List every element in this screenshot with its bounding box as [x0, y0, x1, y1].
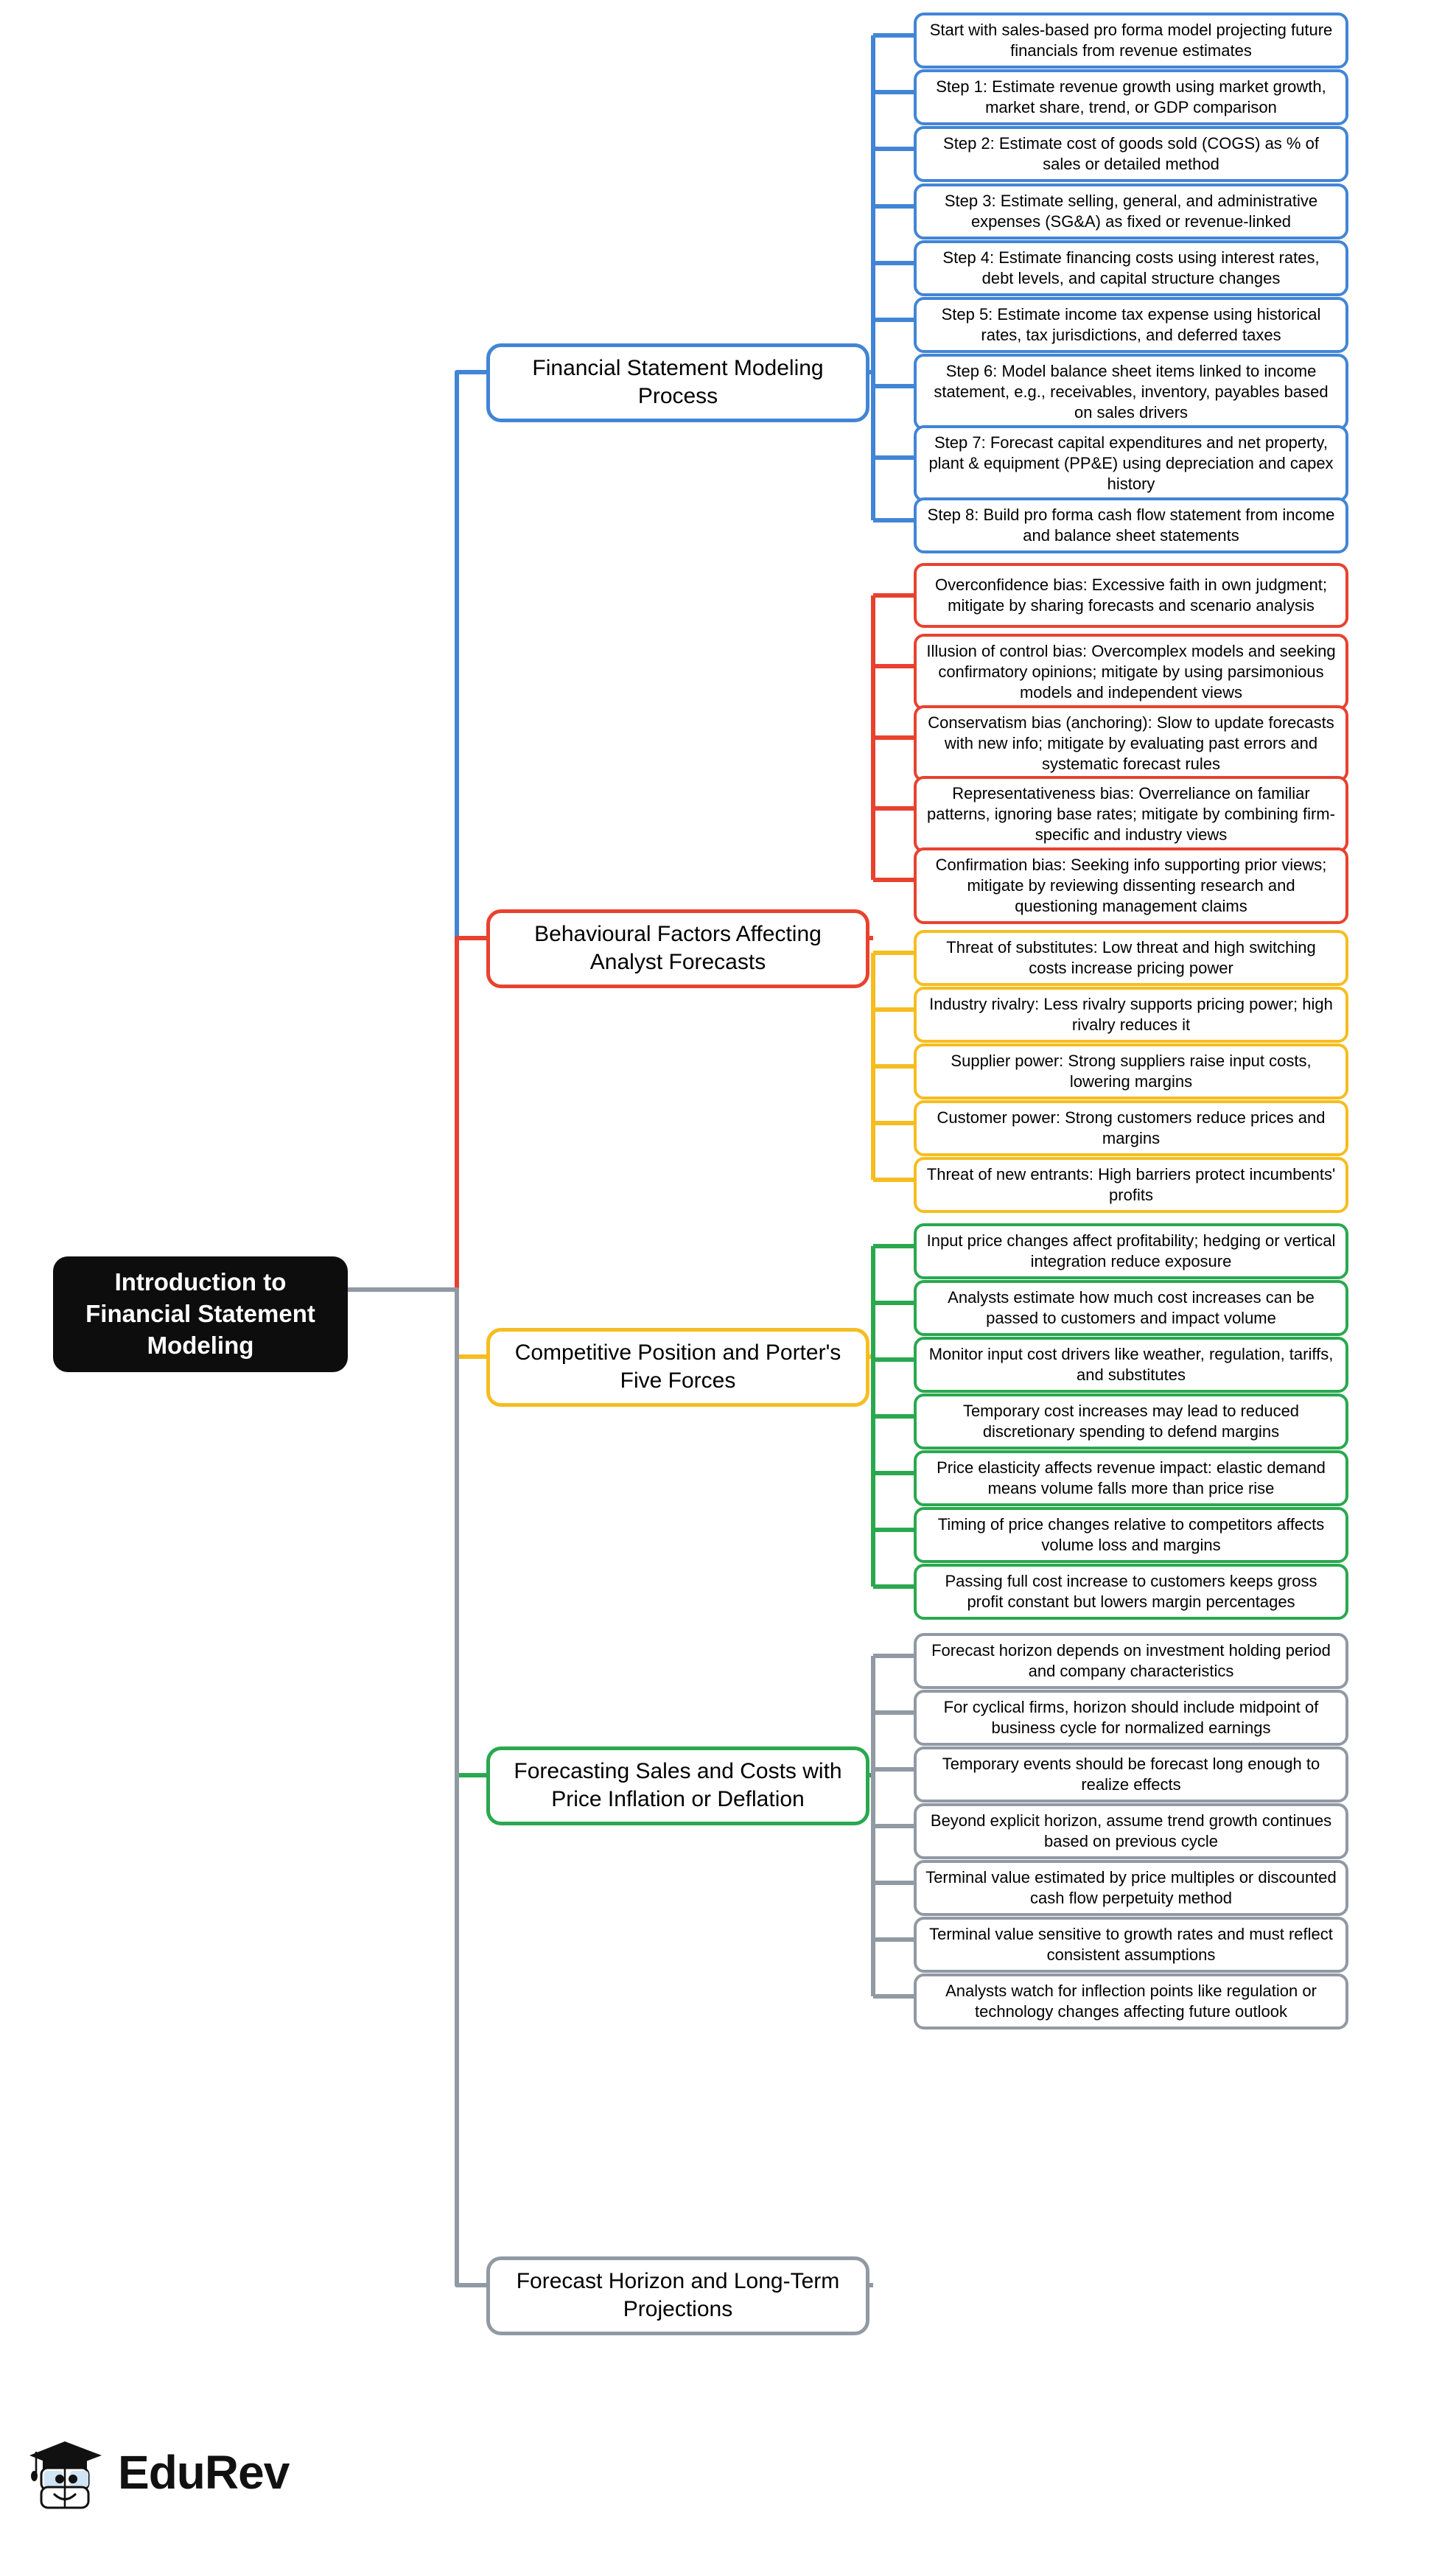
leaf-node-label: Analysts estimate how much cost increase…: [948, 1288, 1315, 1328]
leaf-node[interactable]: Confirmation bias: Seeking info supporti…: [914, 847, 1348, 925]
leaf-node[interactable]: Analysts estimate how much cost increase…: [914, 1280, 1348, 1337]
leaf-node-label: Analysts watch for inflection points lik…: [945, 1982, 1317, 2021]
leaf-node[interactable]: Threat of new entrants: High barriers pr…: [914, 1157, 1348, 1214]
leaf-node[interactable]: Price elasticity affects revenue impact:…: [914, 1450, 1348, 1507]
leaf-node-label: Overconfidence bias: Excessive faith in …: [935, 575, 1327, 615]
leaf-node[interactable]: Monitor input cost drivers like weather,…: [914, 1337, 1348, 1394]
branch-node-financial-statement-modeling-process[interactable]: Financial Statement Modeling Process: [486, 343, 869, 422]
leaf-node[interactable]: For cyclical firms, horizon should inclu…: [914, 1690, 1348, 1746]
leaf-node[interactable]: Step 3: Estimate selling, general, and a…: [914, 183, 1348, 240]
branch-node-label: Competitive Position and Porter's Five F…: [514, 1340, 841, 1394]
leaf-node[interactable]: Forecast horizon depends on investment h…: [914, 1633, 1348, 1690]
leaf-node[interactable]: Step 6: Model balance sheet items linked…: [914, 354, 1348, 431]
leaf-node-label: Step 2: Estimate cost of goods sold (COG…: [943, 134, 1319, 174]
branch-node-label: Behavioural Factors Affecting Analyst Fo…: [534, 922, 822, 975]
branch-node-forecast-horizon-and-long-term-projections[interactable]: Forecast Horizon and Long-Term Projectio…: [486, 2256, 869, 2335]
leaf-node-label: Forecast horizon depends on investment h…: [931, 1641, 1331, 1681]
leaf-node[interactable]: Terminal value sensitive to growth rates…: [914, 1917, 1348, 1973]
leaf-node-label: Threat of new entrants: High barriers pr…: [926, 1165, 1336, 1205]
branch-node-label: Forecast Horizon and Long-Term Projectio…: [516, 2269, 840, 2322]
leaf-node[interactable]: Start with sales-based pro forma model p…: [914, 13, 1348, 69]
leaf-node[interactable]: Step 5: Estimate income tax expense usin…: [914, 297, 1348, 354]
leaf-node[interactable]: Customer power: Strong customers reduce …: [914, 1100, 1348, 1157]
leaf-node-label: Beyond explicit horizon, assume trend gr…: [930, 1811, 1332, 1851]
branch-node-label: Forecasting Sales and Costs with Price I…: [514, 1759, 842, 1812]
edurev-logo: EduRev: [27, 2436, 290, 2509]
leaf-node[interactable]: Representativeness bias: Overreliance on…: [914, 776, 1348, 853]
leaf-node[interactable]: Analysts watch for inflection points lik…: [914, 1973, 1348, 2030]
leaf-node-label: Confirmation bias: Seeking info supporti…: [935, 856, 1327, 916]
leaf-node-label: Threat of substitutes: Low threat and hi…: [946, 938, 1316, 978]
leaf-node-label: Terminal value estimated by price multip…: [925, 1868, 1337, 1908]
leaf-node-label: Industry rivalry: Less rivalry supports …: [929, 995, 1333, 1035]
branch-node-competitive-position-and-porters-five-forces[interactable]: Competitive Position and Porter's Five F…: [486, 1328, 869, 1407]
branch-node-forecasting-sales-and-costs-with-price-inflation-or-deflation[interactable]: Forecasting Sales and Costs with Price I…: [486, 1746, 869, 1825]
edurev-wordmark: EduRev: [118, 2446, 290, 2499]
leaf-node[interactable]: Step 1: Estimate revenue growth using ma…: [914, 69, 1348, 126]
leaf-node-label: Step 5: Estimate income tax expense usin…: [941, 305, 1321, 345]
leaf-node-label: Step 6: Model balance sheet items linked…: [934, 362, 1329, 422]
leaf-node-label: Step 4: Estimate financing costs using i…: [942, 248, 1320, 288]
leaf-node-label: Passing full cost increase to customers …: [945, 1572, 1317, 1612]
leaf-node[interactable]: Conservatism bias (anchoring): Slow to u…: [914, 705, 1348, 783]
leaf-node-label: Temporary cost increases may lead to red…: [962, 1402, 1300, 1441]
leaf-node-label: Conservatism bias (anchoring): Slow to u…: [928, 713, 1334, 774]
branch-node-behavioural-factors-affecting-analyst-forecasts[interactable]: Behavioural Factors Affecting Analyst Fo…: [486, 909, 869, 988]
leaf-node-label: Input price changes affect profitability…: [926, 1231, 1336, 1271]
leaf-node[interactable]: Supplier power: Strong suppliers raise i…: [914, 1043, 1348, 1100]
root-node[interactable]: Introduction to Financial Statement Mode…: [53, 1256, 348, 1372]
leaf-node[interactable]: Step 8: Build pro forma cash flow statem…: [914, 497, 1348, 554]
branch-node-label: Financial Statement Modeling Process: [532, 356, 824, 409]
leaf-node-label: Step 8: Build pro forma cash flow statem…: [927, 506, 1335, 545]
leaf-node-label: For cyclical firms, horizon should inclu…: [943, 1698, 1319, 1738]
leaf-node-label: Monitor input cost drivers like weather,…: [928, 1345, 1334, 1385]
leaf-node-label: Illusion of control bias: Overcomplex mo…: [926, 642, 1336, 702]
leaf-node[interactable]: Step 2: Estimate cost of goods sold (COG…: [914, 126, 1348, 183]
leaf-node-label: Start with sales-based pro forma model p…: [929, 21, 1333, 60]
leaf-node-label: Supplier power: Strong suppliers raise i…: [951, 1052, 1312, 1091]
leaf-node[interactable]: Step 4: Estimate financing costs using i…: [914, 240, 1348, 297]
leaf-node-label: Step 1: Estimate revenue growth using ma…: [936, 77, 1326, 117]
leaf-node-label: Timing of price changes relative to comp…: [937, 1515, 1325, 1555]
leaf-node[interactable]: Threat of substitutes: Low threat and hi…: [914, 930, 1348, 987]
leaf-node-label: Customer power: Strong customers reduce …: [937, 1108, 1326, 1148]
leaf-node-label: Price elasticity affects revenue impact:…: [937, 1458, 1326, 1498]
leaf-node[interactable]: Input price changes affect profitability…: [914, 1223, 1348, 1280]
leaf-node[interactable]: Temporary events should be forecast long…: [914, 1746, 1348, 1803]
leaf-node[interactable]: Illusion of control bias: Overcomplex mo…: [914, 634, 1348, 711]
leaf-node[interactable]: Overconfidence bias: Excessive faith in …: [914, 563, 1348, 628]
leaf-node[interactable]: Passing full cost increase to customers …: [914, 1564, 1348, 1620]
graduation-cap-book-mascot-icon: [29, 2441, 102, 2509]
leaf-node[interactable]: Timing of price changes relative to comp…: [914, 1507, 1348, 1564]
leaf-node[interactable]: Step 7: Forecast capital expenditures an…: [914, 425, 1348, 503]
leaf-node-label: Step 3: Estimate selling, general, and a…: [944, 192, 1318, 231]
leaf-node[interactable]: Industry rivalry: Less rivalry supports …: [914, 987, 1348, 1043]
leaf-node-label: Step 7: Forecast capital expenditures an…: [928, 433, 1334, 494]
root-node-label: Introduction to Financial Statement Mode…: [85, 1268, 315, 1359]
leaf-node[interactable]: Terminal value estimated by price multip…: [914, 1860, 1348, 1917]
leaf-node-label: Representativeness bias: Overreliance on…: [927, 784, 1335, 845]
leaf-node-label: Temporary events should be forecast long…: [942, 1755, 1320, 1794]
leaf-node-label: Terminal value sensitive to growth rates…: [929, 1925, 1333, 1965]
leaf-node[interactable]: Beyond explicit horizon, assume trend gr…: [914, 1803, 1348, 1860]
leaf-node[interactable]: Temporary cost increases may lead to red…: [914, 1394, 1348, 1450]
